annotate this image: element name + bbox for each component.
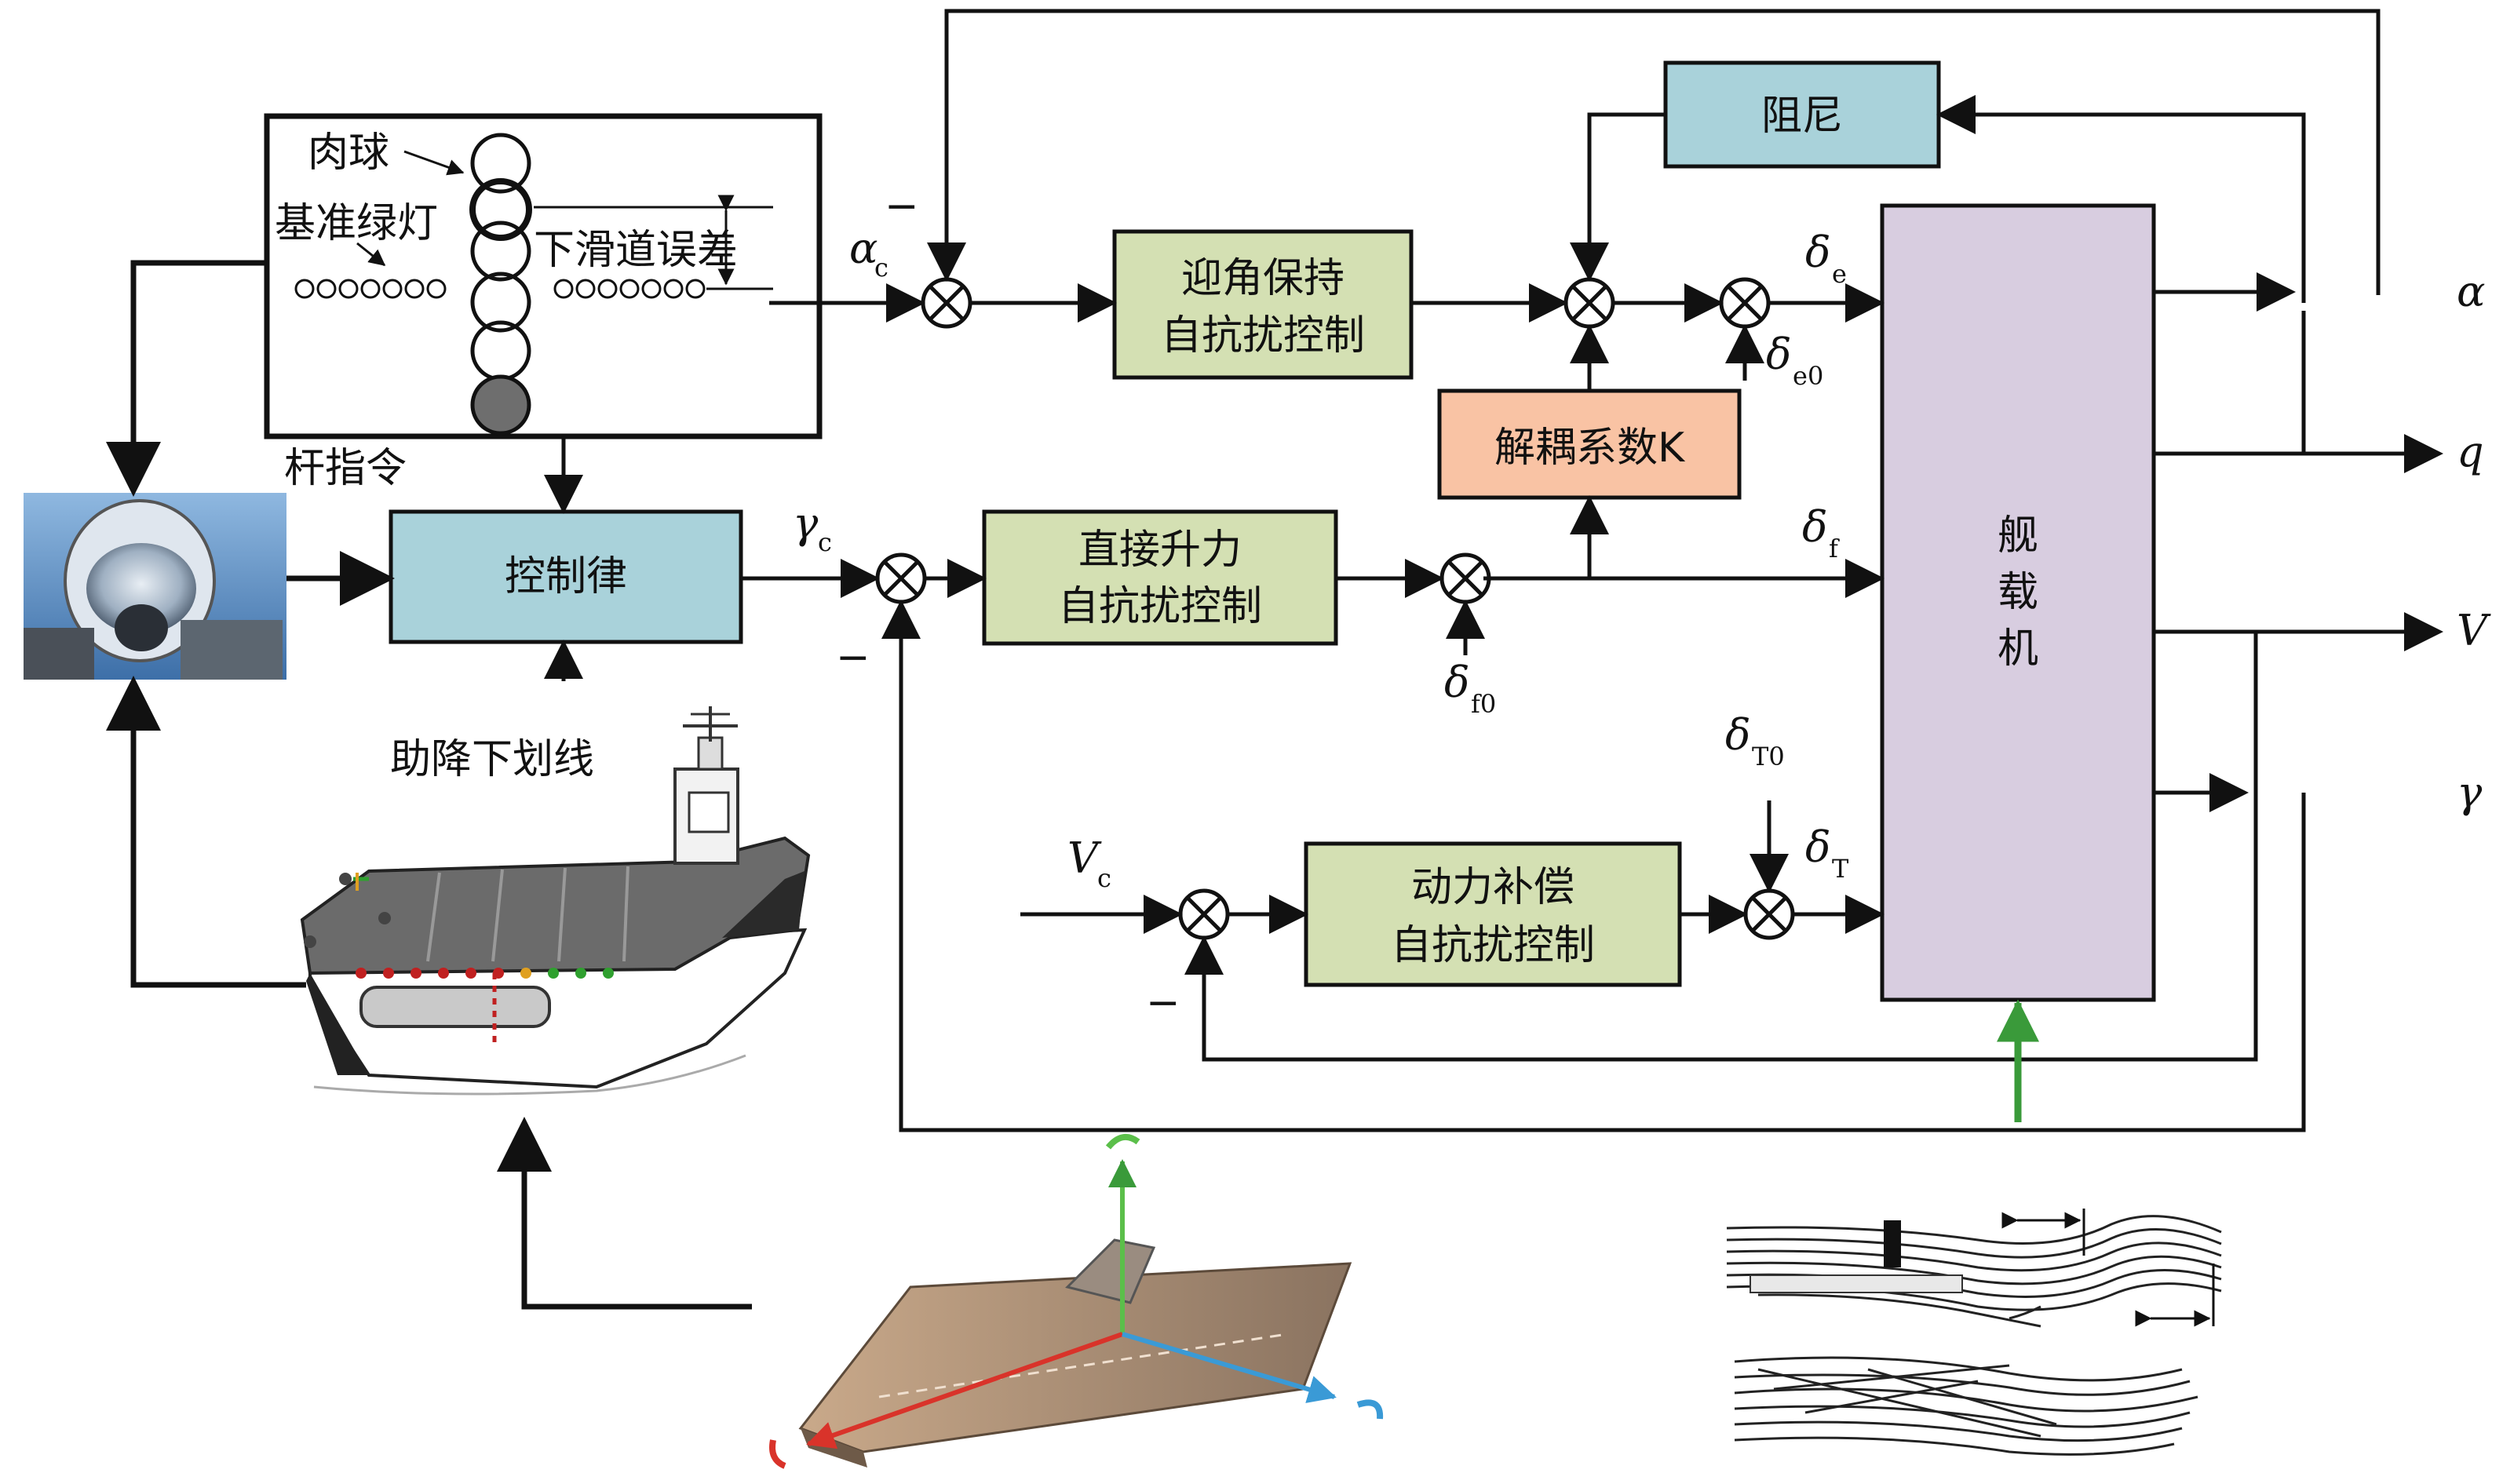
sum-junction-flap	[1439, 552, 1491, 604]
sum-junction-decouple	[1563, 277, 1615, 329]
delta-e-sub: e	[1832, 259, 1847, 289]
delta-t-symbol: δ	[1805, 822, 1831, 872]
v-c-symbol: V	[1067, 833, 1102, 883]
lens-light	[470, 272, 531, 333]
power-comp-line2: 自抗扰控制	[1391, 922, 1595, 969]
control-law-block	[389, 509, 743, 644]
output-v: V	[2457, 606, 2491, 655]
deck-edge-lights	[356, 968, 614, 979]
carrier-illustration	[300, 706, 811, 1096]
lso-display: 肉球 基准绿灯 下滑道误差 杆指令	[264, 113, 823, 492]
red-light	[470, 374, 531, 436]
datum-lights-left	[294, 279, 447, 299]
aircraft-label-1: 舰	[1998, 512, 2038, 560]
control-law-label: 控制律	[505, 553, 627, 600]
gamma-c-symbol: γ	[793, 498, 819, 548]
delta-e0-symbol: δ	[1766, 330, 1792, 379]
aircraft-label-2: 载	[1998, 569, 2038, 616]
meatball-light	[469, 178, 532, 241]
gamma-c-sub: c	[818, 527, 832, 557]
lens-light	[470, 221, 531, 282]
datum-lights-label: 基准绿灯	[275, 200, 438, 247]
aoa-hold-line1: 迎角保持	[1181, 255, 1345, 302]
minus-sign-velocity: −	[1146, 979, 1180, 1026]
datum-lights-right	[553, 279, 706, 299]
aoa-hold-line2: 自抗扰控制	[1161, 312, 1365, 359]
v-c-sub: c	[1097, 863, 1111, 893]
pilot-photo	[24, 493, 286, 680]
glideslope-error-label: 下滑道误差	[534, 227, 738, 274]
carrier-3d-model	[769, 1133, 1384, 1469]
delta-f-sub: f	[1829, 534, 1840, 563]
minus-sign-alpha: −	[885, 183, 919, 230]
delta-f-symbol: δ	[1802, 502, 1828, 552]
sum-junction-velocity	[1178, 888, 1230, 940]
sum-junction-alpha	[921, 277, 972, 329]
direct-lift-line2: 自抗扰控制	[1058, 583, 1262, 630]
alpha-c-sub: c	[874, 253, 888, 283]
sum-junction-elevator	[1719, 277, 1771, 329]
direct-lift-line1: 直接升力	[1078, 527, 1242, 574]
aircraft-label-3: 机	[1998, 625, 2038, 673]
lso-display-frame	[264, 113, 823, 439]
lens-light	[470, 133, 531, 194]
sum-junction-gamma	[875, 552, 927, 604]
delta-f0-symbol: δ	[1444, 658, 1470, 707]
minus-sign-gamma: −	[836, 634, 870, 681]
meatball-label: 肉球	[308, 129, 389, 177]
output-q: q	[2457, 427, 2484, 476]
stick-command-label: 杆指令	[284, 445, 407, 492]
delta-t-sub: T	[1832, 854, 1849, 884]
delta-t0-sub: T0	[1752, 742, 1785, 771]
sum-junction-throttle	[1743, 888, 1795, 940]
delta-e0-sub: e0	[1793, 361, 1823, 391]
carrier-aircraft-block	[1880, 203, 2156, 1002]
alpha-c-symbol: α	[849, 224, 878, 273]
damping-block	[1663, 60, 1941, 169]
decoupling-label: 解耦系数K	[1494, 425, 1686, 472]
damping-label: 阻尼	[1761, 93, 1843, 140]
air-wake-sketch	[1726, 1209, 2222, 1456]
power-comp-line1: 动力补偿	[1411, 864, 1574, 911]
power-comp-adrc-block	[1304, 841, 1682, 987]
landing-aid-label: 助降下划线	[390, 736, 594, 783]
signal-labels: − − − α c γ c V c δ e δ e0 δ f δ f0 δ T …	[390, 183, 2491, 1026]
signal-lines	[106, 9, 2443, 1310]
delta-t0-symbol: δ	[1725, 710, 1751, 760]
delta-f0-sub: f0	[1471, 689, 1496, 719]
delta-e-symbol: δ	[1805, 228, 1831, 277]
output-alpha: α	[2457, 267, 2485, 316]
output-gamma: γ	[2457, 768, 2483, 817]
